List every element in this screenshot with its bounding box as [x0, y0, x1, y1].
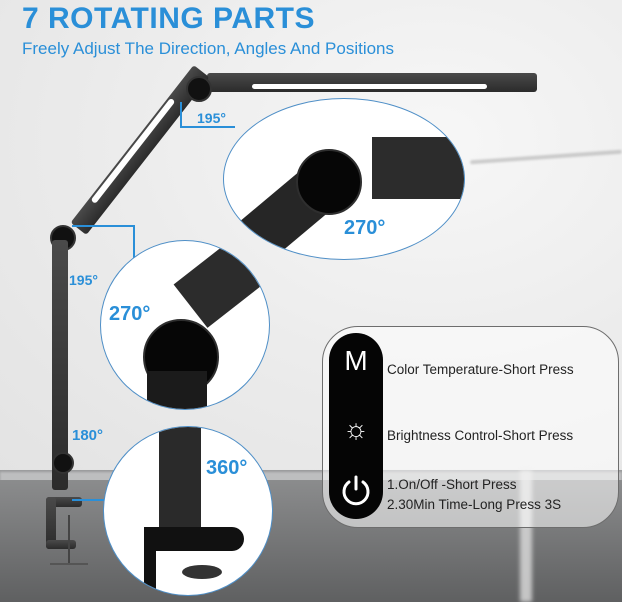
- bubble-head-arm-right: [372, 137, 464, 199]
- callout-line-1b: [180, 126, 235, 128]
- angle-label-head-rotation: 270°: [344, 217, 386, 239]
- callout-line-2: [72, 225, 134, 227]
- clamp-side: [46, 497, 56, 549]
- angle-label-middle-rotation: 270°: [109, 303, 151, 325]
- power-icon[interactable]: [329, 473, 383, 512]
- angle-label-middle-joint: 195°: [69, 272, 98, 288]
- angle-label-top-joint: 195°: [197, 110, 226, 126]
- detail-bubble-base: 360°: [103, 426, 273, 596]
- angle-label-base-rotation: 360°: [206, 457, 248, 479]
- top-joint: [186, 76, 212, 102]
- lamp-head-arm: [207, 73, 537, 92]
- lamp-pole: [52, 240, 68, 490]
- callout-line-2b: [133, 225, 135, 260]
- bubble-middle-arm: [173, 241, 269, 328]
- power-label-line2: 2.30Min Time-Long Press 3S: [387, 497, 562, 512]
- bubble-base-screw: [182, 565, 222, 579]
- angle-label-base-joint: 180°: [72, 427, 104, 444]
- brightness-sun-icon[interactable]: ☼: [343, 413, 369, 444]
- mode-m-icon[interactable]: M: [344, 345, 368, 376]
- touch-control-panel: M ☼ Color Temperature-Short Press Bright…: [322, 326, 619, 528]
- touch-button-strip: M ☼: [329, 333, 383, 519]
- lamp-head-led: [252, 84, 487, 89]
- bubble-head-knob: [296, 149, 362, 215]
- clamp-screw: [68, 515, 70, 565]
- bubble-middle-pole: [147, 371, 207, 409]
- bubble-base-clamp-side: [144, 527, 156, 595]
- base-joint: [52, 452, 74, 474]
- power-label-line1: 1.On/Off -Short Press: [387, 477, 517, 492]
- clamp-top: [46, 497, 82, 507]
- detail-bubble-head: 270°: [223, 98, 465, 260]
- bubble-base-clamp: [144, 527, 244, 551]
- callout-line-1: [180, 102, 182, 127]
- detail-bubble-middle: 270°: [100, 240, 270, 410]
- color-temperature-label: Color Temperature-Short Press: [387, 362, 574, 377]
- clamp-bottom: [46, 540, 76, 549]
- page-subtitle: Freely Adjust The Direction, Angles And …: [22, 39, 394, 58]
- callout-line-3: [72, 499, 107, 501]
- brightness-label: Brightness Control-Short Press: [387, 428, 574, 443]
- page-title: 7 ROTATING PARTS: [22, 2, 315, 35]
- clamp-handle: [50, 563, 88, 565]
